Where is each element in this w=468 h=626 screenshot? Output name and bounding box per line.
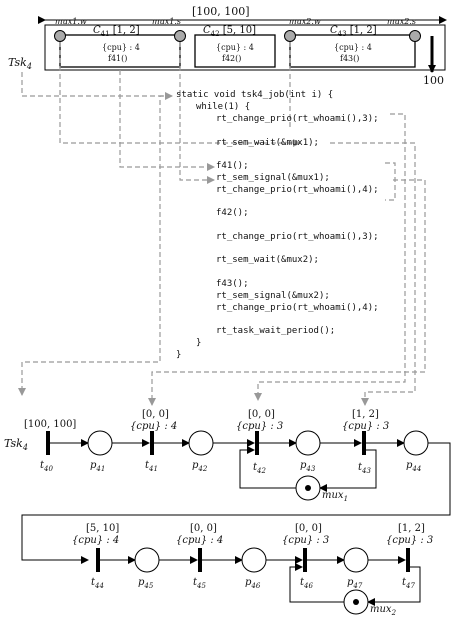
chunk-41-header: C41 [1, 2] (93, 25, 140, 38)
petri-row-1 (46, 430, 429, 501)
place-p41 (87, 430, 113, 456)
code-line: f43(); (216, 279, 249, 289)
t42-guard: {cpu} : 3 (236, 421, 284, 432)
t44-interval: [5, 10] (86, 523, 120, 534)
t45-label: t45 (193, 577, 206, 590)
code-line: while(1) { (196, 102, 251, 112)
chunk-42-header: C42 [5, 10] (203, 25, 257, 38)
token-mux2 (353, 599, 359, 605)
code-line: rt_sem_signal(&mux1); (216, 173, 330, 183)
t43-guard: {cpu} : 3 (342, 421, 390, 432)
t46-interval: [0, 0] (295, 523, 322, 534)
mux2-label: mux2 (370, 604, 397, 617)
t42-interval: [0, 0] (248, 409, 275, 420)
code-line: rt_sem_wait(&mux2); (216, 255, 319, 265)
chunk-42-func: f42() (222, 54, 242, 63)
transition-t42 (255, 431, 259, 455)
mux2-wait-dot (284, 30, 296, 42)
task-label: Tsk4 (8, 56, 32, 72)
mux2-signal-label: mux2.s (387, 17, 416, 26)
mux1-wait-dot (54, 30, 66, 42)
transition-t46 (303, 548, 307, 572)
code-line: } (196, 338, 202, 348)
chunk-42-resource: {cpu} : 4 (216, 43, 254, 52)
mux2-signal-dot (409, 30, 421, 42)
task-outline (44, 24, 446, 71)
t46-label: t46 (300, 577, 313, 590)
t44-label: t44 (91, 577, 104, 590)
token-mux1 (305, 485, 311, 491)
place-p45 (134, 547, 160, 573)
t45-interval: [0, 0] (190, 523, 217, 534)
t41-guard: {cpu} : 4 (130, 421, 178, 432)
p42-label: p42 (192, 460, 208, 473)
p45-label: p45 (138, 577, 154, 590)
mux1-signal-label: mux1.s (152, 17, 181, 26)
code-line: rt_change_prio(rt_whoami(),3); (216, 232, 379, 242)
transition-t44 (96, 548, 100, 572)
place-p47 (343, 547, 369, 573)
code-line: f41(); (216, 161, 249, 171)
t40-interval: [100, 100] (24, 419, 77, 430)
place-p44 (403, 430, 429, 456)
code-line: rt_change_prio(rt_whoami(),4); (216, 303, 379, 313)
mapping-lines (18, 42, 426, 406)
chunk-43-resource: {cpu} : 4 (334, 43, 372, 52)
mux1-signal-dot (174, 30, 186, 42)
mux1-wait-label: mux1.w (55, 17, 87, 26)
p47-label: p47 (347, 577, 363, 590)
place-p42 (188, 430, 214, 456)
code-line: rt_task_wait_period(); (216, 326, 336, 336)
t44-guard: {cpu} : 4 (72, 535, 120, 546)
t45-guard: {cpu} : 4 (176, 535, 224, 546)
chunk-41-resource: {cpu} : 4 (102, 43, 140, 52)
transition-t43 (362, 431, 366, 455)
mux1-label: mux1 (322, 490, 349, 503)
code-line: } (176, 350, 182, 360)
code-line: f42(); (216, 208, 249, 218)
code-line: rt_change_prio(rt_whoami(),4); (216, 185, 379, 195)
p44-label: p44 (406, 460, 422, 473)
t41-interval: [0, 0] (142, 409, 169, 420)
t47-label: t47 (402, 577, 415, 590)
code-line: static void tsk4_job(int i) { (176, 90, 334, 100)
petri-row-2 (96, 547, 421, 615)
row-connector (21, 442, 451, 564)
p41-label: p41 (90, 460, 106, 473)
task-deadline: 100 (423, 74, 444, 87)
transition-t41 (150, 431, 154, 455)
p43-label: p43 (300, 460, 316, 473)
t47-interval: [1, 2] (398, 523, 425, 534)
place-p46 (241, 547, 267, 573)
code-line: rt_sem_signal(&mux2); (216, 291, 330, 301)
chunk-box-42 (194, 34, 276, 68)
transition-t40 (46, 431, 50, 455)
mux2-wait-label: mux2.w (289, 17, 321, 26)
transition-t47 (406, 548, 410, 572)
t47-guard: {cpu} : 3 (386, 535, 434, 546)
t43-label: t43 (358, 462, 371, 475)
t40-label: t40 (40, 460, 53, 473)
t43-interval: [1, 2] (352, 409, 379, 420)
tsk4-label: Tsk4 (4, 437, 28, 453)
transition-t45 (198, 548, 202, 572)
t46-guard: {cpu} : 3 (282, 535, 330, 546)
place-p43 (295, 430, 321, 456)
chunk-41-func: f41() (108, 54, 128, 63)
task-interval: [100, 100] (192, 5, 250, 18)
chunk-43-header: C43 [1, 2] (330, 25, 377, 38)
t42-label: t42 (253, 462, 266, 475)
chunk-43-func: f43() (340, 54, 360, 63)
code-line: rt_sem_wait(&mux1); (216, 138, 319, 148)
code-line: rt_change_prio(rt_whoami(),3); (216, 114, 379, 124)
p46-label: p46 (245, 577, 261, 590)
t41-label: t41 (145, 460, 158, 473)
